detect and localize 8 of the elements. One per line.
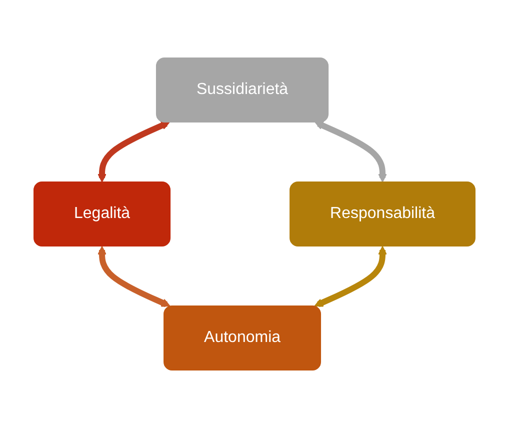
node-box: Legalità bbox=[33, 181, 170, 246]
arrow bbox=[314, 246, 386, 307]
arrow bbox=[314, 120, 386, 182]
node-box: Sussidiarietà bbox=[155, 57, 328, 122]
arrow bbox=[97, 120, 170, 182]
node-box: Responsabilità bbox=[289, 181, 475, 246]
arrow bbox=[97, 246, 170, 307]
node-box: Autonomia bbox=[163, 305, 321, 370]
